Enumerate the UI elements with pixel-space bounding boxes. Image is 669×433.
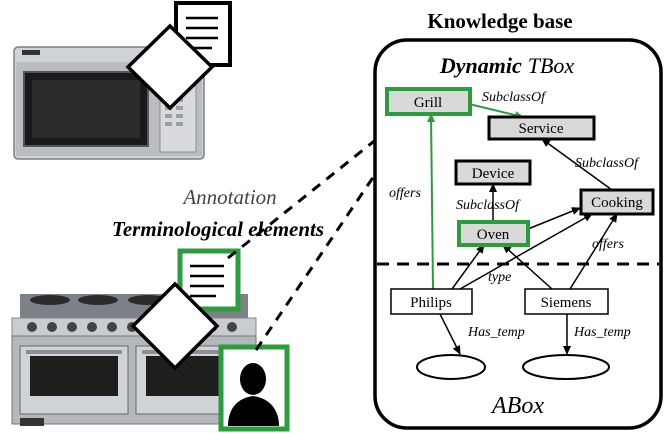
label-offers-siemens-cooking: offers (592, 237, 624, 252)
node-device: Device (454, 159, 532, 186)
node-siemens: Siemens (524, 288, 609, 315)
node-cooking-label: Cooking (591, 195, 643, 211)
person-silhouette-icon (218, 344, 290, 432)
edge-siemens-oven (502, 244, 553, 290)
node-device-label: Device (472, 166, 515, 182)
annotation-tag-diamond (125, 23, 215, 111)
annotation-tag-diamond (130, 281, 220, 371)
node-oven-label: Oven (477, 227, 510, 243)
edge-siemens-cooking (569, 213, 618, 290)
label-has-temp-philips: Has_temp (467, 325, 525, 340)
label-subclassof-cooking-service: SubclassOf (575, 156, 640, 171)
literal-value-philips (416, 354, 486, 380)
label-subclassof-oven-device: SubclassOf (456, 198, 521, 213)
edge-philips-hastemp (439, 313, 461, 355)
annotation-label: Annotation (181, 185, 276, 209)
terminological-elements-label: Terminological elements (112, 217, 324, 241)
node-oven: Oven (457, 220, 530, 247)
edge-philips-cooking (459, 213, 593, 290)
node-grill: Grill (385, 87, 472, 116)
node-service-label: Service (519, 121, 564, 137)
tbox-title-dynamic: Dynamic (439, 53, 522, 78)
label-has-temp-siemens: Has_temp (573, 325, 631, 340)
tbox-title-rest: TBox (528, 53, 575, 78)
label-type: type (488, 270, 511, 285)
edge-philips-grill (427, 113, 436, 290)
node-philips: Philips (390, 288, 473, 315)
edge-cooking-service (541, 138, 613, 191)
node-service: Service (487, 115, 596, 141)
node-cooking: Cooking (579, 188, 655, 216)
edge-oven-cooking (527, 207, 581, 230)
edge-philips-oven (451, 244, 485, 290)
node-siemens-label: Siemens (541, 295, 592, 311)
node-philips-label: Philips (410, 295, 452, 311)
label-subclassof-grill-service: SubclassOf (482, 90, 547, 105)
literal-value-siemens (522, 354, 610, 380)
abox-title: ABox (490, 393, 544, 419)
edge-grill-service (468, 103, 524, 120)
kb-title: Knowledge base (427, 9, 572, 33)
label-offers-philips-grill: offers (389, 186, 421, 201)
node-grill-label: Grill (414, 95, 442, 111)
